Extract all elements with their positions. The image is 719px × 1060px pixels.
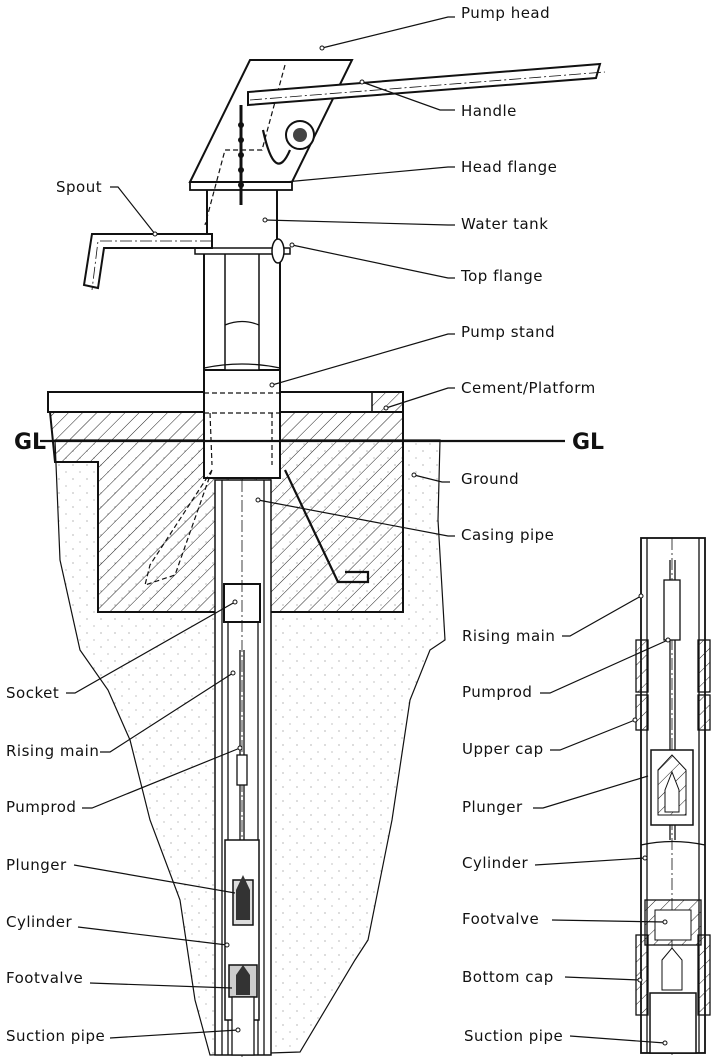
detail-label-suction-pipe: Suction pipe [464, 1027, 563, 1045]
label-top-flange: Top flange [460, 267, 543, 285]
label-cylinder: Cylinder [6, 913, 72, 931]
top-flange [194, 247, 291, 255]
label-gl-right: GL [572, 430, 604, 455]
detail-label-bottom-cap: Bottom cap [462, 968, 554, 986]
label-pumprod: Pumprod [6, 798, 76, 816]
detail-label-rising-main: Rising main [462, 627, 555, 645]
label-gl-left: GL [14, 430, 46, 455]
pump-stand [203, 369, 281, 479]
detail-label-footvalve: Footvalve [462, 910, 539, 928]
label-ground: Ground [461, 470, 519, 488]
spout [82, 233, 213, 290]
detail-label-cylinder: Cylinder [462, 854, 528, 872]
label-suction-pipe: Suction pipe [6, 1027, 105, 1045]
label-water-tank: Water tank [461, 215, 548, 233]
label-casing-pipe: Casing pipe [461, 526, 554, 544]
label-pump-stand: Pump stand [461, 323, 555, 341]
label-handle: Handle [461, 102, 517, 120]
label-plunger: Plunger [6, 856, 67, 874]
detail-label-plunger: Plunger [462, 798, 523, 816]
label-cement-platform: Cement/Platform [461, 379, 596, 397]
label-rising-main: Rising main [6, 742, 99, 760]
detail-view [635, 537, 711, 1058]
label-head-flange: Head flange [461, 158, 557, 176]
label-socket: Socket [6, 684, 59, 702]
pump-head [188, 59, 354, 183]
handle [247, 62, 602, 107]
leader-lines [66, 16, 671, 1046]
label-pump-head: Pump head [461, 4, 550, 22]
label-footvalve: Footvalve [6, 969, 83, 987]
chain [238, 105, 244, 205]
detail-label-upper-cap: Upper cap [462, 740, 544, 758]
label-spout: Spout [56, 178, 102, 196]
detail-label-pumprod: Pumprod [462, 683, 532, 701]
